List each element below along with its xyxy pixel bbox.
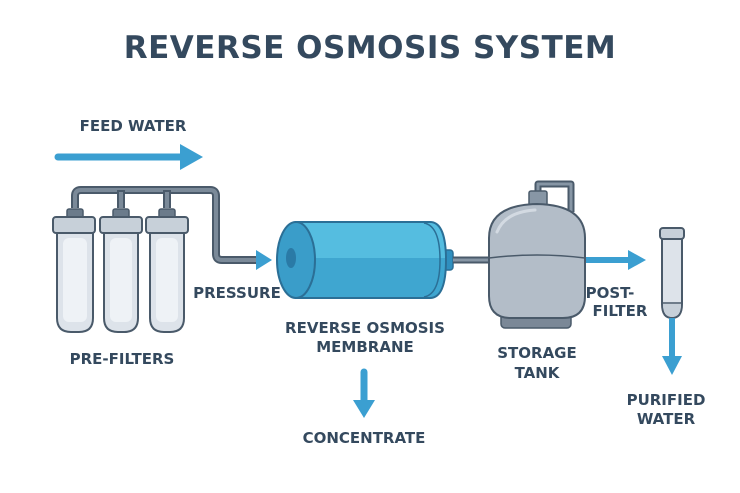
purified-water-arrow xyxy=(662,318,682,375)
storage-tank-label-line1: STORAGE xyxy=(497,344,577,362)
pre-filter-3 xyxy=(145,208,189,333)
concentrate-label: CONCENTRATE xyxy=(303,429,426,447)
membrane-label-line1: REVERSE OSMOSIS xyxy=(285,319,445,337)
ro-membrane xyxy=(276,221,454,299)
purified-water-label-line1: PURIFIED xyxy=(627,391,706,409)
purified-water-label-line2: WATER xyxy=(637,410,696,428)
storage-tank-label-line2: TANK xyxy=(515,364,561,382)
concentrate-arrow xyxy=(353,368,375,418)
pressure-label: PRESSURE xyxy=(193,284,281,302)
pre-filter-1 xyxy=(52,208,96,333)
diagram-title: REVERSE OSMOSIS SYSTEM xyxy=(124,30,617,66)
post-filter xyxy=(659,227,685,320)
feed-water-arrow xyxy=(54,144,203,170)
pre-filters-label: PRE-FILTERS xyxy=(70,350,175,368)
feed-water-label: FEED WATER xyxy=(80,117,187,135)
membrane-label-line2: MEMBRANE xyxy=(316,338,414,356)
pre-filter-2 xyxy=(99,208,143,333)
storage-tank xyxy=(488,180,586,329)
pre-filter-manifold-pipe xyxy=(71,186,258,264)
post-filter-label-line2: FILTER xyxy=(593,302,648,320)
tank-to-post-filter-arrow xyxy=(586,250,646,270)
pressure-arrow-head xyxy=(256,250,272,270)
post-filter-label-line1: POST- xyxy=(586,284,635,302)
